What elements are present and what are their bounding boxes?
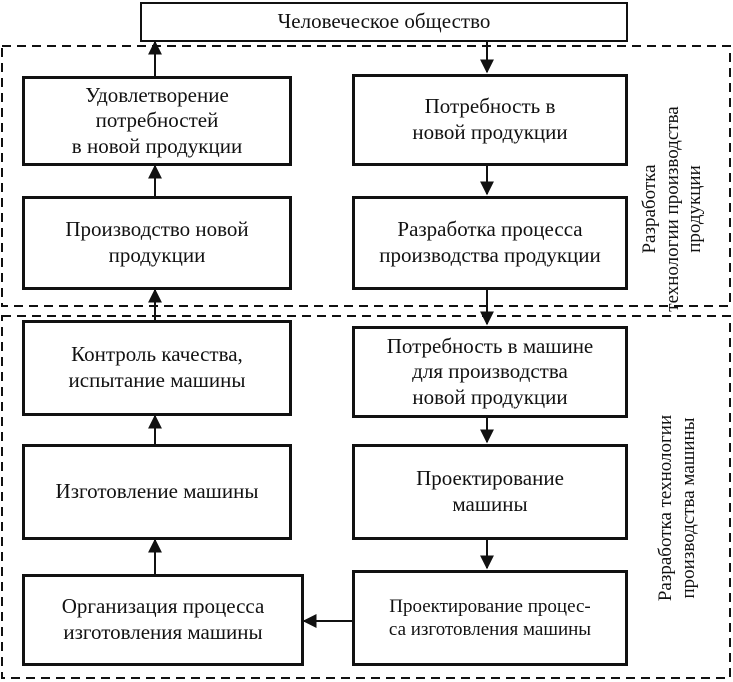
machine-design-box: Проектирование машины xyxy=(352,444,628,540)
need-product-box: Потребность в новой продукции xyxy=(352,74,628,166)
process-design-box: Проектирование процес- са изготовления м… xyxy=(352,570,628,666)
quality-box: Контроль качества, испытание машины xyxy=(22,320,292,416)
manufacturing-box: Изготовление машины xyxy=(22,444,292,540)
group-frame-machine-tech xyxy=(1,315,731,679)
process-dev-box: Разработка процесса производства продукц… xyxy=(352,196,628,290)
production-box: Производство новой продукции xyxy=(22,196,292,290)
society-box: Человеческое общество xyxy=(140,2,628,42)
satisfaction-box: Удовлетворение потребностей в новой прод… xyxy=(22,76,292,166)
need-machine-box: Потребность в машине для производства но… xyxy=(352,326,628,418)
group-label-production-tech: Разработка технологии производства проду… xyxy=(638,106,706,312)
group-label-machine-tech: Разработка технологии производства машин… xyxy=(655,414,699,602)
group-frame-production-tech xyxy=(1,45,731,307)
organization-box: Организация процесса изготовления машины xyxy=(22,574,304,666)
